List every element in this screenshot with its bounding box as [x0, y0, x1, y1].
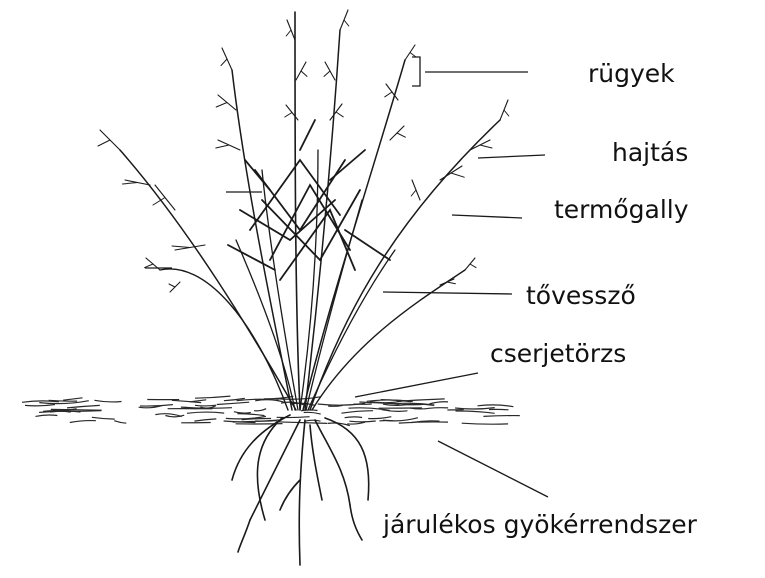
soil-stroke	[195, 396, 230, 398]
twig	[451, 173, 464, 177]
soil-stroke	[217, 402, 249, 404]
soil-stroke	[67, 405, 100, 408]
soil-stroke	[233, 420, 280, 422]
soil-stroke	[349, 421, 375, 422]
root	[238, 520, 250, 552]
twig	[221, 59, 227, 66]
twig	[470, 264, 476, 268]
soil-stroke	[63, 398, 82, 400]
soil-stroke	[94, 400, 121, 402]
twig	[98, 140, 110, 146]
leader-cserjetorzs	[355, 373, 478, 397]
soil-stroke	[114, 421, 126, 424]
soil-stroke	[70, 421, 96, 423]
twig	[344, 20, 349, 26]
soil-stroke	[429, 402, 448, 404]
label-hajtas: hajtás	[612, 140, 688, 165]
soil-stroke	[36, 415, 58, 416]
soil-stroke	[318, 403, 366, 405]
cane	[232, 70, 292, 410]
soil-stroke	[383, 418, 418, 421]
twig	[301, 71, 307, 76]
fruiting-branch	[345, 230, 390, 260]
leader-gyokerrendszer	[438, 441, 548, 497]
soil-stroke	[195, 405, 216, 406]
root	[232, 415, 290, 480]
soil-stroke	[399, 422, 448, 423]
soil-surface	[22, 396, 520, 426]
twig	[410, 53, 416, 58]
soil-stroke	[483, 416, 519, 417]
soil-stroke	[187, 412, 224, 413]
fruiting-branch	[262, 190, 360, 260]
soil-stroke	[92, 417, 115, 419]
fruiting-branch	[228, 245, 275, 270]
label-rugyek: rügyek	[588, 61, 675, 86]
root	[280, 480, 300, 510]
soil-stroke	[456, 411, 495, 413]
soil-stroke	[25, 405, 55, 406]
leader-tovesszo	[383, 292, 512, 294]
soil-stroke	[304, 412, 321, 414]
twig	[169, 284, 175, 287]
twig	[480, 145, 492, 148]
soil-stroke	[305, 420, 320, 421]
soil-stroke	[462, 423, 508, 424]
soil-stroke	[51, 409, 102, 410]
twig	[411, 190, 416, 196]
leader-termogally	[452, 215, 522, 218]
leader-lines	[145, 57, 548, 497]
soil-stroke	[455, 408, 495, 409]
soil-stroke	[276, 422, 328, 424]
soil-stroke	[368, 417, 391, 419]
shrub-canes	[98, 10, 509, 410]
soil-stroke	[237, 414, 264, 416]
soil-stroke	[367, 400, 413, 402]
soil-stroke	[234, 412, 251, 413]
twig	[216, 145, 229, 148]
twig	[397, 133, 405, 137]
soil-stroke	[254, 409, 266, 411]
twig	[172, 246, 190, 248]
root	[299, 420, 305, 565]
twig	[504, 110, 509, 116]
twig	[216, 103, 227, 108]
label-termogally: termőgally	[554, 197, 689, 222]
soil-stroke	[478, 405, 514, 407]
twig	[285, 113, 292, 118]
root	[310, 425, 322, 500]
soil-stroke	[341, 411, 373, 414]
twig	[286, 30, 291, 36]
fruiting-branch	[300, 120, 315, 150]
twig	[145, 264, 153, 268]
soil-stroke	[140, 405, 173, 406]
soil-stroke	[345, 417, 363, 418]
soil-stroke	[382, 410, 408, 412]
soil-stroke	[190, 400, 207, 402]
twig	[123, 183, 138, 185]
twig	[447, 282, 455, 284]
twig	[324, 71, 330, 76]
soil-stroke	[22, 401, 59, 402]
leader-hajtas	[478, 155, 545, 158]
root-system	[232, 415, 369, 565]
label-gyokerrendszer: járulékos gyökérrendszer	[383, 512, 697, 537]
soil-stroke	[194, 419, 216, 421]
label-tovesszo: tővessző	[526, 283, 636, 308]
twig	[385, 92, 392, 97]
label-cserjetorzs: cserjetörzs	[490, 341, 626, 366]
bracket-rugyek	[412, 57, 420, 86]
fruiting-branch	[330, 150, 365, 180]
root	[350, 505, 362, 540]
twig	[336, 112, 343, 117]
soil-stroke	[429, 408, 448, 409]
